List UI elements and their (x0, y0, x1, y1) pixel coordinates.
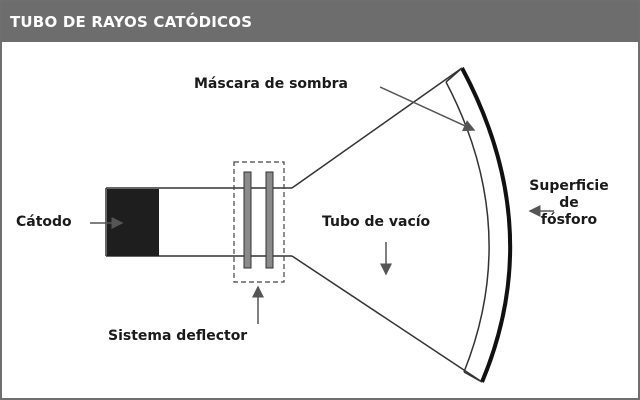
deflector-plate-2 (265, 171, 274, 269)
deflection-system-label: Sistema deflector (108, 328, 248, 344)
figure-title: TUBO DE RAYOS CATÓDICOS (2, 2, 638, 42)
phosphor-surface-label: Superficie de fósforo (524, 178, 614, 229)
shadow-mask-label: Máscara de sombra (194, 76, 348, 92)
phosphor-surface-arc (460, 67, 513, 383)
phosphor-label-line1: Superficie (529, 178, 609, 194)
crt-diagram: Cátodo Máscara de sombra Tubo de vacío S… (2, 42, 638, 398)
funnel-top (291, 67, 463, 189)
screen-cap-top (445, 67, 463, 83)
shadow-mask-arc (445, 81, 490, 373)
deflector-plate-1 (243, 171, 252, 269)
cathode-label: Cátodo (16, 214, 72, 230)
phosphor-label-line3: fósforo (540, 212, 598, 228)
shadow-mask-arrow (379, 86, 476, 132)
funnel-bottom (291, 255, 483, 383)
phosphor-label-line2: de (559, 195, 579, 211)
crt-drawing (90, 67, 554, 383)
screen-cap-bottom (463, 371, 483, 383)
deflector-dashed-box (233, 161, 285, 283)
vacuum-tube-label: Tubo de vacío (322, 214, 431, 230)
